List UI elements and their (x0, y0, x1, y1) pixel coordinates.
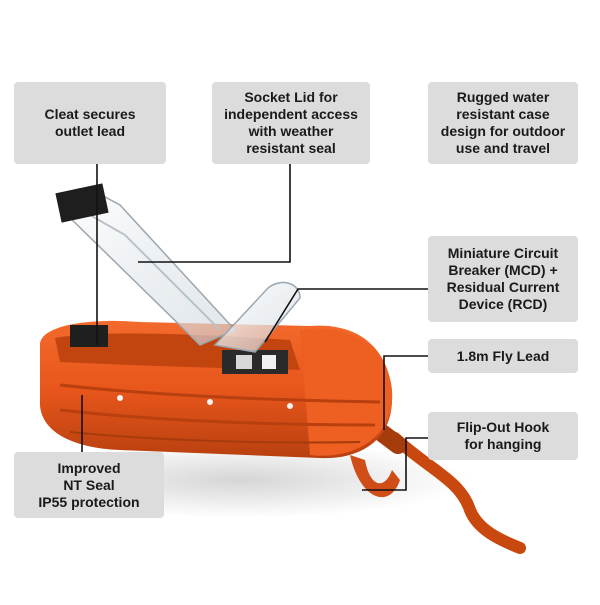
breaker-switch (236, 355, 252, 369)
cleat (70, 325, 108, 347)
leader-lid (138, 164, 291, 263)
case-ridge-3 (69, 431, 361, 444)
case-ridge-1 (59, 383, 381, 404)
callout-fly-lead: 1.8m Fly Lead (428, 339, 578, 373)
callout-socket-lid: Socket Lid for independent access with w… (212, 82, 370, 164)
leader-lead (383, 355, 428, 430)
case-ridge-2 (59, 408, 376, 427)
flip-out-hook (350, 455, 400, 498)
screw (207, 399, 213, 405)
callout-flip-out-hook: Flip-Out Hook for hanging (428, 412, 578, 460)
leader-lines (81, 164, 428, 491)
leader-hook (362, 437, 428, 491)
callout-circuit-breaker: Miniature Circuit Breaker (MCD) + Residu… (428, 236, 578, 322)
screw (117, 395, 123, 401)
clear-lid-small (213, 281, 301, 353)
callout-rugged-case: Rugged water resistant case design for o… (428, 82, 578, 164)
screw (287, 403, 293, 409)
rcd-button (262, 355, 276, 369)
callout-nt-seal: Improved NT Seal IP55 protection (14, 452, 164, 518)
lid-dark-tab (55, 183, 109, 223)
callout-cleat: Cleat secures outlet lead (14, 82, 166, 164)
clear-lid-inner (89, 214, 221, 331)
leader-breaker (264, 288, 428, 343)
fly-lead-cable (389, 432, 526, 554)
breaker-panel (222, 350, 288, 374)
